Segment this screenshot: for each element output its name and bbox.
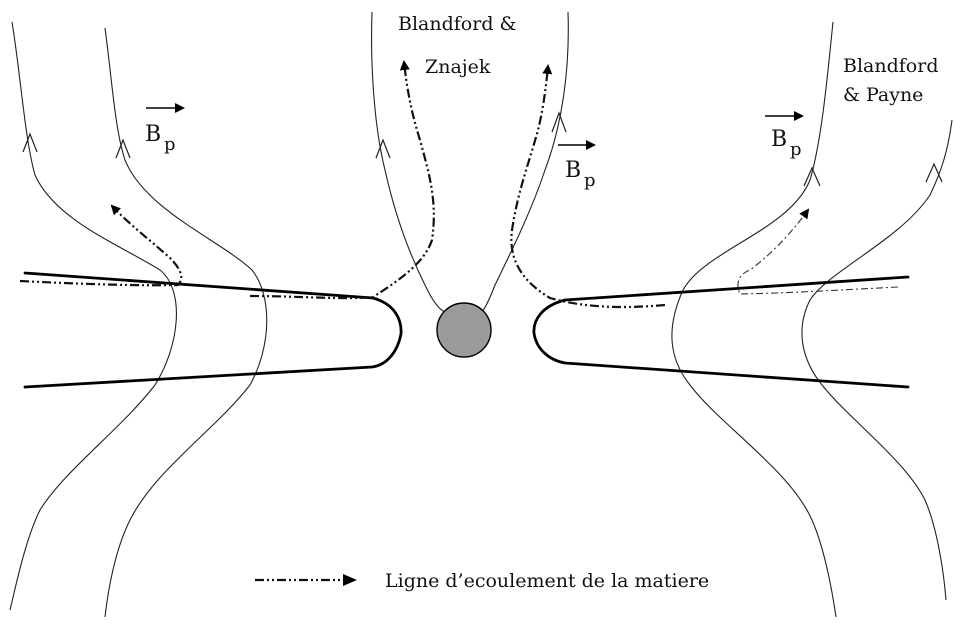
legend-text: Ligne d’ecoulement de la matiere [385, 570, 709, 592]
field-direction-icon [22, 132, 38, 153]
bp-vector-right: B p [765, 111, 804, 160]
blandford-payne-label-line1: Blandford [843, 55, 938, 77]
legend: Ligne d’ecoulement de la matiere [255, 570, 709, 592]
field-line-center-left [371, 11, 446, 313]
p-subscript: p [164, 134, 176, 155]
field-line-left-outer [9, 21, 177, 611]
field-direction-icon [803, 166, 821, 187]
blandford-payne-label-line2: & Payne [843, 84, 923, 106]
flow-line-right-outer [737, 208, 899, 295]
field-direction-icon [551, 111, 567, 133]
field-direction-icon [375, 138, 391, 159]
flow-line-left-outer [19, 204, 183, 287]
blandford-znajek-label-line2: Znajek [425, 56, 491, 78]
bp-vector-left: B p [145, 103, 185, 155]
accretion-disk-left [23, 271, 403, 389]
p-subscript: p [584, 170, 596, 191]
b-symbol: B [565, 158, 581, 183]
b-symbol: B [771, 127, 787, 152]
field-line-center-right [481, 11, 569, 313]
b-symbol: B [145, 122, 161, 147]
field-line-left-inner [104, 27, 268, 618]
accretion-disk-right [532, 275, 910, 389]
flow-line-center-left [249, 60, 435, 300]
field-line-right-inner [671, 21, 837, 618]
p-subscript: p [790, 139, 802, 160]
blandford-znajek-label-line1: Blandford & [398, 13, 517, 35]
bp-vector-center: B p [558, 140, 596, 191]
field-direction-icon [925, 162, 943, 183]
black-hole [436, 302, 492, 358]
field-direction-icon [115, 138, 131, 159]
field-line-right-outer [801, 119, 953, 601]
flow-line-center-right [510, 64, 666, 309]
